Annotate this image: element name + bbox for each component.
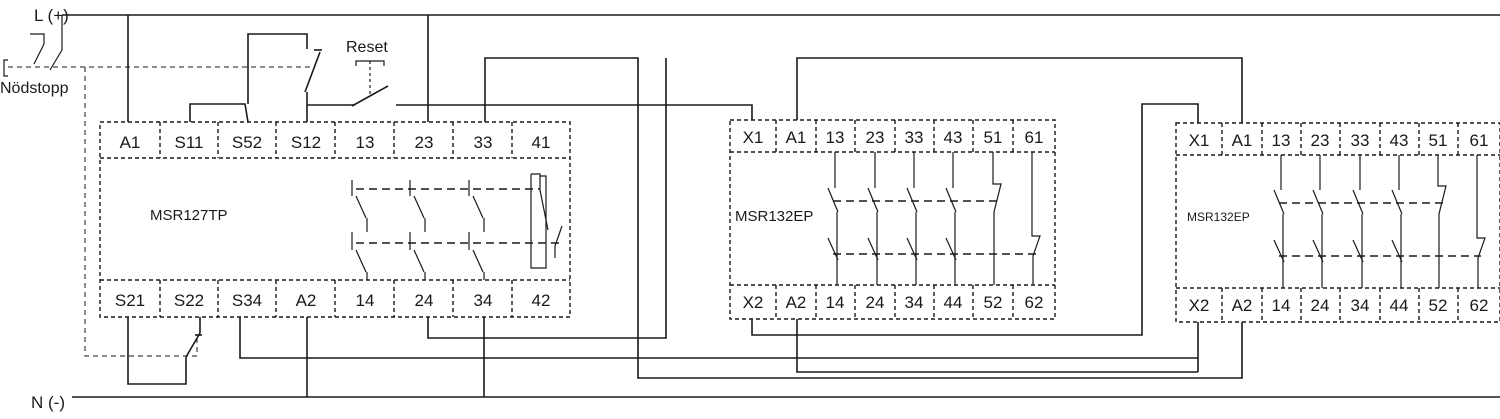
module-3-outline [1175,122,1500,323]
m1-terminal-41: 41 [532,133,551,152]
module-msr127tp: A1 S11 S52 S12 13 23 33 41 S21 S22 S34 A… [99,121,571,318]
wire-33-to-m3-a2 [484,57,1243,379]
m3-terminal-43: 43 [1390,131,1409,150]
reset-label: Reset [346,39,388,56]
m2-module-name: MSR132EP [735,208,813,225]
m1-terminal-14: 14 [356,291,375,310]
wire-reset-x1 [396,104,753,120]
m3-terminal-44: 44 [1390,296,1409,315]
m1-terminal-A2: A2 [296,291,317,310]
m2-terminal-61: 61 [1025,128,1044,147]
m1-module-name: MSR127TP [150,207,228,224]
m1-terminal-S12: S12 [291,133,321,152]
m3-internal-contacts [1273,155,1486,288]
s12-contact [304,51,321,93]
m1-terminal-A1: A1 [120,133,141,152]
estop-actuator [30,33,45,44]
module-msr132ep-1: X1 A1 13 23 33 43 51 61 X2 A2 14 24 34 4… [729,119,1056,320]
m1-terminal-S21: S21 [115,291,145,310]
m2-terminal-62: 62 [1025,293,1044,312]
s22-contact [185,332,201,358]
m3-terminal-52: 52 [1429,296,1448,315]
m2-terminal-A2: A2 [786,293,807,312]
wire-m2-a2 [796,319,1198,373]
m3-terminal-14: 14 [1272,296,1291,315]
wire-s52-loop [247,33,308,104]
m2-terminal-X1: X1 [743,128,764,147]
m2-terminal-51: 51 [984,128,1003,147]
neutral-rail-label: N (-) [31,393,65,412]
m2-terminal-23: 23 [866,128,885,147]
m3-terminal-X2: X2 [1189,296,1210,315]
module-2-outline [729,119,1056,320]
m3-terminal-X1: X1 [1189,131,1210,150]
m1-terminal-S52: S52 [232,133,262,152]
wire-m2-x2-m3-x1 [751,103,1199,336]
estop-link-down [84,67,198,357]
m2-terminal-14: 14 [826,293,845,312]
m1-terminal-23: 23 [415,133,434,152]
m3-terminal-51: 51 [1429,131,1448,150]
m3-terminal-24: 24 [1311,296,1330,315]
estop-bracket [3,59,8,77]
m2-internal-contacts [827,152,1041,285]
m1-terminal-S22: S22 [174,291,204,310]
wire-m2-a1-m3-a1 [796,57,1243,123]
m1-terminal-24: 24 [415,291,434,310]
estop-contact-2 [49,49,63,71]
m2-terminal-43: 43 [944,128,963,147]
module-msr132ep-2: X1 A1 13 23 33 43 51 61 X2 A2 14 24 34 4… [1175,122,1500,323]
estop-label: Nödstopp [0,80,69,97]
m1-terminal-33: 33 [474,133,493,152]
m2-terminal-34: 34 [905,293,924,312]
m3-terminal-34: 34 [1351,296,1370,315]
external-wiring: Reset [127,15,1243,397]
wire-s11-s52 [189,103,249,123]
m1-terminal-34: 34 [474,291,493,310]
wire-s21 [127,317,187,385]
m3-terminal-33: 33 [1351,131,1370,150]
m2-terminal-33: 33 [905,128,924,147]
m1-terminal-S34: S34 [232,291,262,310]
power-rails: L (+) N (-) [31,6,1500,412]
m1-internal-contacts [351,173,563,280]
line-rail-label: L (+) [34,6,69,25]
m2-terminal-24: 24 [866,293,885,312]
m2-terminal-13: 13 [826,128,845,147]
m2-terminal-A1: A1 [786,128,807,147]
m3-terminal-A2: A2 [1232,296,1253,315]
reset-contact [351,85,389,107]
m2-terminal-52: 52 [984,293,1003,312]
m1-terminal-13: 13 [356,133,375,152]
m2-terminal-44: 44 [944,293,963,312]
m1-terminal-42: 42 [532,291,551,310]
m3-terminal-23: 23 [1311,131,1330,150]
m3-module-name: MSR132EP [1187,210,1250,224]
wire-s34 [239,317,1198,359]
m3-terminal-62: 62 [1470,296,1489,315]
m3-terminal-13: 13 [1272,131,1291,150]
m1-terminal-S11: S11 [175,133,204,152]
estop-contact-1 [33,43,45,65]
m3-terminal-A1: A1 [1232,131,1253,150]
wire-24-route [427,58,667,339]
emergency-stop: Nödstopp [0,15,310,357]
m2-terminal-X2: X2 [743,293,764,312]
m3-terminal-61: 61 [1470,131,1489,150]
